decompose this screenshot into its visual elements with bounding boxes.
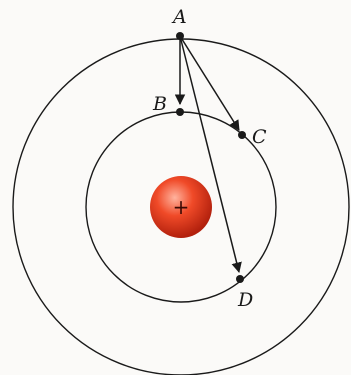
point-b-dot — [176, 108, 184, 116]
charge-plus-sign: + — [173, 195, 190, 219]
point-a-dot — [176, 32, 184, 40]
point-c-label: C — [252, 126, 267, 148]
point-d-dot — [236, 275, 244, 283]
point-c-dot — [238, 131, 246, 139]
point-d-label: D — [237, 289, 253, 311]
positive-charge: + — [150, 176, 212, 238]
point-b-label: B — [152, 93, 167, 115]
point-a-label: A — [171, 6, 187, 28]
